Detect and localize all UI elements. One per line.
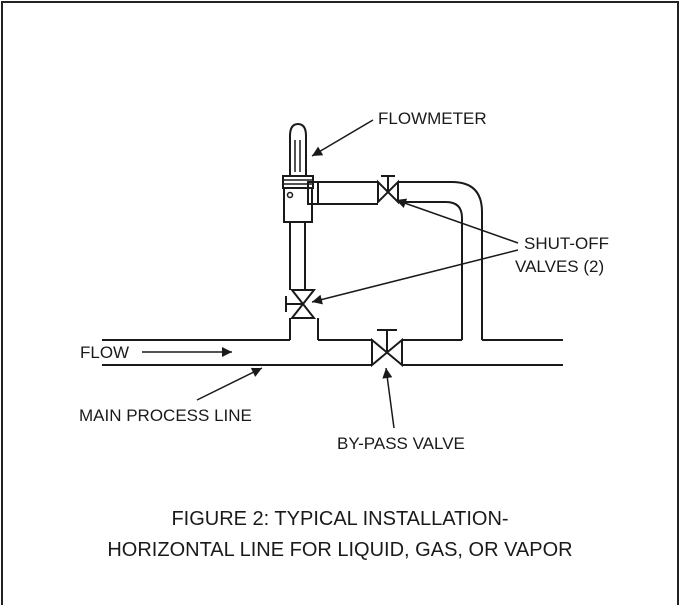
flowmeter-arrow xyxy=(311,119,374,157)
leader-arrows xyxy=(142,119,519,429)
lower-shutoff-valve-symbol xyxy=(285,289,317,319)
main-process-pipe xyxy=(102,339,563,366)
flow-label: FLOW xyxy=(80,343,129,362)
riser-pipe xyxy=(289,222,319,340)
main-process-line-label: MAIN PROCESS LINE xyxy=(79,406,252,425)
main-line-arrow xyxy=(196,367,263,401)
bypass-valve-symbol xyxy=(371,329,403,368)
bypass-valve-label: BY-PASS VALVE xyxy=(337,434,465,453)
caption-line2: HORIZONTAL LINE FOR LIQUID, GAS, OR VAPO… xyxy=(107,539,572,561)
bypass-valve-arrow xyxy=(382,367,395,429)
flowmeter-symbol xyxy=(282,122,319,223)
shutoff-label-line1: SHUT-OFF xyxy=(524,234,609,253)
flowmeter-label: FLOWMETER xyxy=(378,109,487,128)
upper-bypass-pipe xyxy=(318,175,483,340)
upper-shutoff-arrow xyxy=(395,198,519,244)
shutoff-label-line2: VALVES (2) xyxy=(515,257,604,276)
caption-line1: FIGURE 2: TYPICAL INSTALLATION- xyxy=(171,508,508,530)
lower-shutoff-arrow xyxy=(311,249,519,305)
